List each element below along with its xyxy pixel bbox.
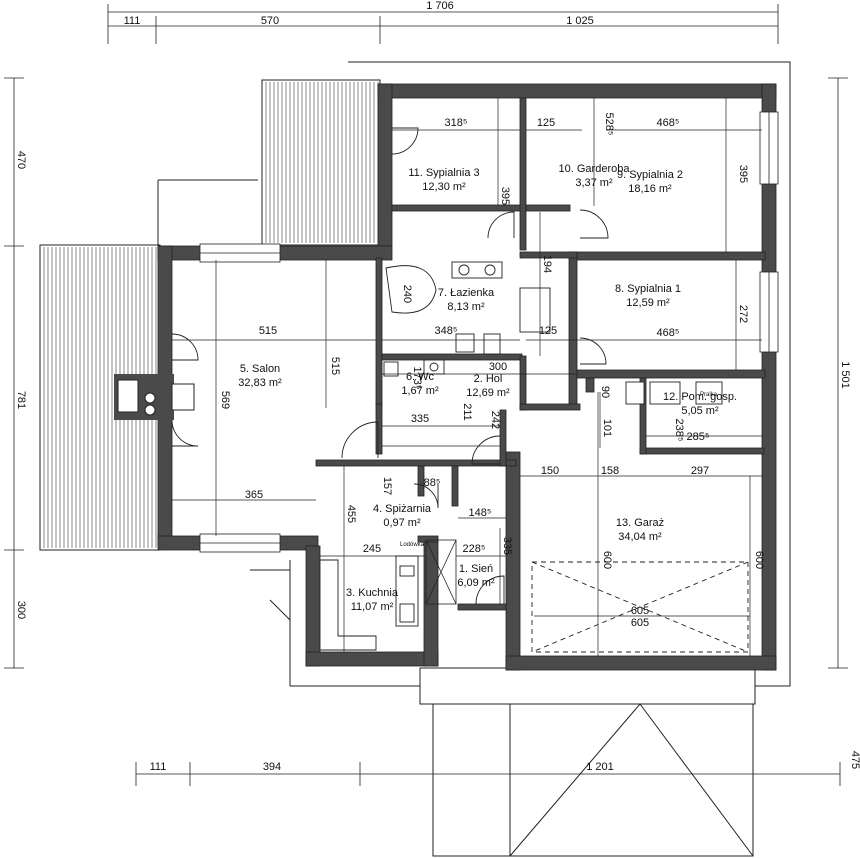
interior-dimension: 228⁵ [463, 543, 486, 555]
room-area: 32,83 m² [238, 377, 282, 389]
terrace-top [261, 79, 381, 246]
interior-dimension: 605 [631, 617, 649, 629]
interior-dimension: 600 [753, 551, 765, 569]
interior-dimension: 194 [541, 255, 553, 273]
interior-dimension: 157 [381, 477, 393, 495]
interior-dimension: 148⁵ [469, 507, 492, 519]
room-name: 6. Wc [406, 371, 435, 383]
interior-dimension: 455 [345, 505, 357, 523]
interior-dimension: 242 [489, 411, 501, 429]
room-name: 1. Sień [459, 563, 493, 575]
interior-dimension: 272 [737, 305, 749, 323]
washer-label: Pralka [700, 392, 718, 398]
interior-dimension: 600 [601, 551, 613, 569]
interior-dimension: 285⁵ [687, 431, 710, 443]
interior-dimension: 605 [631, 605, 649, 617]
dimension-lines [4, 4, 848, 786]
dim-top-2: 570 [261, 15, 279, 27]
room-name: 9. Sypialnia 2 [617, 169, 683, 181]
room-name: 4. Spiżarnia [373, 503, 432, 515]
interior-dimension: 150 [541, 465, 559, 477]
walls [157, 83, 777, 671]
dim-left-1: 470 [15, 151, 27, 169]
interior-dimension: 158 [601, 465, 619, 477]
interior-dimension: 90 [599, 386, 611, 398]
room-area: 18,16 m² [628, 183, 672, 195]
windows [199, 111, 779, 553]
interior-dimension: 101 [601, 419, 613, 437]
kitchen-counter [319, 555, 419, 651]
interior-dimension: 300 [489, 361, 507, 373]
room-area: 0,97 m² [383, 517, 421, 529]
dim-bottom-2: 394 [263, 761, 281, 773]
interior-dimension: 528⁵ [603, 113, 615, 136]
room-area: 12,30 m² [422, 181, 466, 193]
interior-dimension: 468⁵ [657, 327, 680, 339]
room-area: 34,04 m² [618, 531, 662, 543]
interior-dimension: 515 [329, 357, 341, 375]
room-area: 11,07 m² [351, 601, 394, 613]
dimension-labels: 1 706 111 570 1 025 111 394 1 201 475 47… [15, 0, 860, 773]
dim-left-2: 781 [15, 391, 27, 409]
interior-dimension-labels: 318⁵ 125 528⁵ 468⁵ 395 395 194 240 348⁵ 125 468⁵ 27… [219, 113, 765, 629]
room-area: 1,67 m² [401, 385, 439, 397]
room-name: 11. Sypialnia 3 [408, 167, 479, 179]
dim-top-3: 1 025 [566, 15, 594, 27]
dim-right-1: 1 501 [839, 361, 851, 389]
dim-bottom-1: 111 [150, 761, 167, 773]
fridge-label: Lodówka [400, 542, 425, 548]
interior-dimension: 395 [737, 165, 749, 183]
room-area: 3,37 m² [575, 177, 613, 189]
dim-left-3: 300 [15, 601, 27, 619]
interior-dimension: 365 [245, 489, 263, 501]
dim-top-total: 1 706 [426, 0, 454, 12]
dim-bottom-3: 1 201 [586, 761, 614, 773]
room-name: 13. Garaż [616, 517, 664, 529]
roof-outline [157, 61, 791, 687]
room-area: 5,05 m² [681, 405, 719, 417]
stair-hatch [425, 539, 457, 605]
interior-dimension: 238⁵ [673, 419, 685, 442]
interior-dimension: 395 [499, 187, 511, 205]
room-area: 6,09 m² [457, 577, 495, 589]
interior-dimension-lines [172, 98, 762, 656]
room-name: 7. Łazienka [438, 287, 495, 299]
garage-door [531, 561, 749, 653]
room-area: 12,69 m² [466, 387, 510, 399]
room-labels: 1. Sień 6,09 m² 2. Hol 12,69 m² 3. Kuchnia 11… [238, 163, 737, 613]
interior-dimension: 125 [539, 325, 557, 337]
interior-dimension: 240 [401, 285, 413, 303]
room-name: 3. Kuchnia [346, 587, 399, 599]
interior-dimension: 335 [411, 413, 429, 425]
interior-dimension: 468⁵ [657, 117, 680, 129]
interior-dimension: 335 [501, 537, 513, 555]
interior-dimension: 318⁵ [445, 117, 468, 129]
interior-dimension: 125 [537, 117, 555, 129]
room-name: 2. Hol [474, 373, 503, 385]
interior-dimension: 245 [363, 543, 381, 555]
room-area: 12,59 m² [626, 297, 670, 309]
interior-dimension: 88⁵ [424, 477, 441, 489]
interior-dimension: 348⁵ [435, 325, 458, 337]
room-name: 8. Sypialnia 1 [615, 283, 681, 295]
interior-dimension: 515 [259, 325, 277, 337]
interior-dimension: 297 [691, 465, 709, 477]
bathroom-fixtures [383, 261, 503, 377]
room-name: 10. Garderoba [559, 163, 631, 175]
utility-fixtures [625, 381, 723, 405]
dim-top-1: 111 [124, 15, 141, 27]
room-name: 5. Salon [240, 363, 280, 375]
room-area: 8,13 m² [447, 301, 485, 313]
interior-dimension: 211 [461, 403, 473, 421]
dim-bottom-4: 475 [849, 751, 860, 769]
interior-dimension: 173⁵ [411, 367, 423, 390]
room-name: 12. Pom. gosp. [663, 391, 737, 403]
interior-dimension: 569 [219, 391, 231, 409]
fireplace [114, 374, 195, 420]
